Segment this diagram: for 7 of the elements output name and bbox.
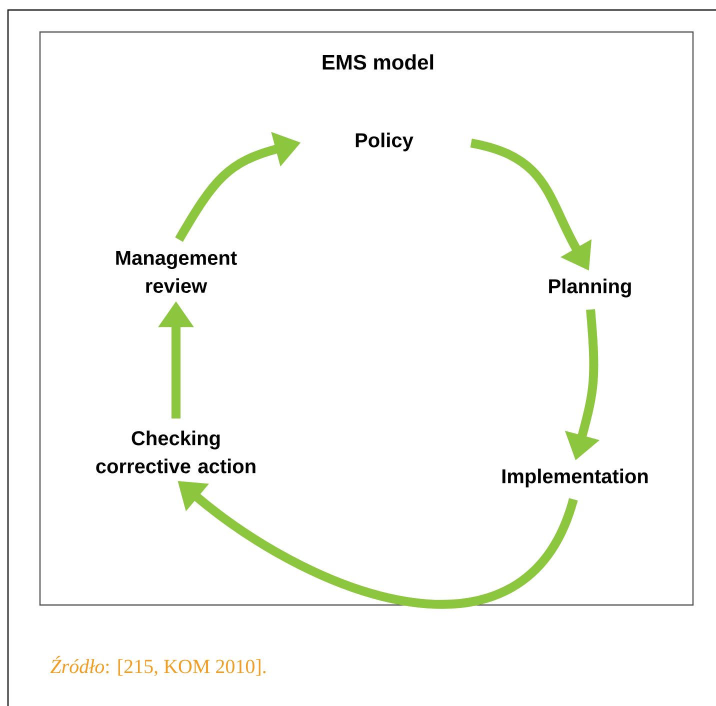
- stage-label: Planning: [549, 278, 631, 298]
- stage-label: Implementation: [502, 468, 648, 488]
- title: EMS model: [322, 54, 434, 70]
- stage-label: Policy: [356, 132, 414, 152]
- stage-label: Checking corrective action: [96, 430, 256, 474]
- source-caption: Źródło: [215, KOM 2010].: [50, 656, 266, 676]
- stage-label: Management review: [116, 251, 237, 293]
